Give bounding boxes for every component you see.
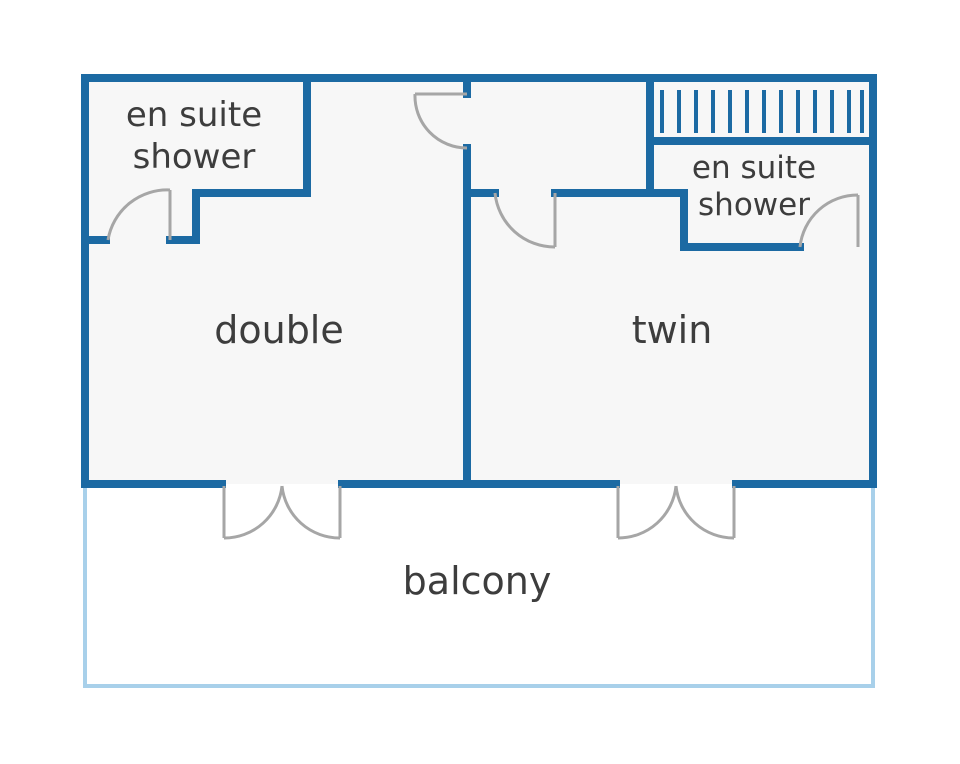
twin-door-icon (493, 192, 557, 249)
entrance-door-icon (413, 92, 468, 150)
ensuite-right-label-line2: shower (698, 187, 810, 223)
double-french-door-right-icon (280, 485, 342, 540)
ensuite-right-door-icon (798, 193, 860, 248)
ensuite-left-label-line2: shower (133, 137, 256, 177)
ensuite-left-door-icon (106, 188, 172, 241)
twin-french-door-left-icon (616, 485, 678, 540)
ensuite-left-label-line1: en suite (126, 95, 262, 135)
walls (81, 74, 877, 488)
balcony-label: balcony (403, 559, 552, 603)
wardrobe-slats (660, 90, 864, 133)
twin-room-label: twin (632, 308, 713, 352)
balcony-rail (83, 484, 875, 688)
doors (106, 92, 860, 540)
ensuite-right-label-line1: en suite (692, 150, 816, 186)
double-room-label: double (214, 308, 344, 352)
double-french-door-left-icon (222, 485, 284, 540)
interior-floor (85, 78, 873, 484)
twin-french-door-right-icon (674, 485, 736, 540)
